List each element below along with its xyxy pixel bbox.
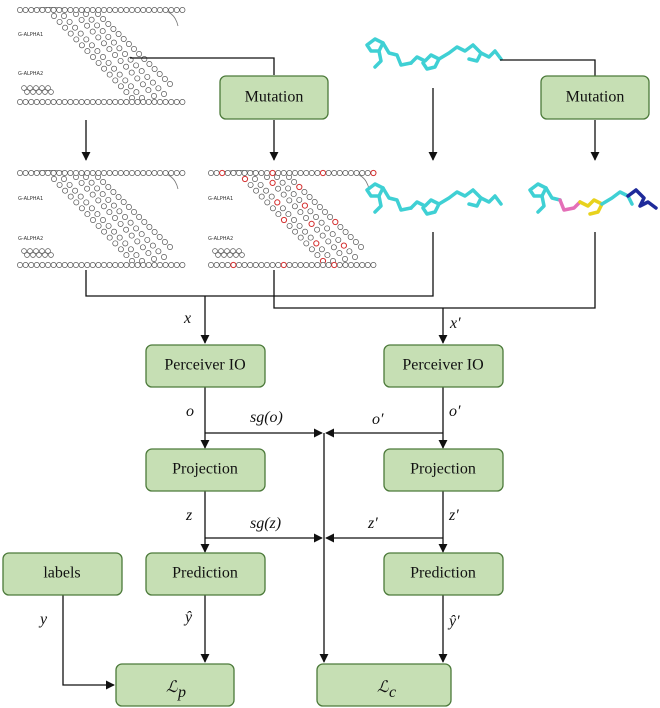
molecule-copy [365, 182, 503, 216]
molecule-mutated [528, 182, 658, 216]
label-y-hat-prime: ŷ′ [447, 613, 460, 630]
chain-label-g-alpha1: G-ALPHA1 [18, 32, 43, 38]
line-rna-to-mutation [130, 57, 275, 75]
chain-label-g-alpha1-mutated: G-ALPHA1 [208, 196, 233, 202]
label-z: z [185, 507, 193, 524]
label-o-prime-center: o′ [372, 411, 384, 428]
label-y-hat: ŷ [183, 609, 193, 626]
perceiver-box-right: Perceiver IO [383, 344, 504, 388]
loss-p-box: ℒ p [115, 663, 235, 707]
labels-label: labels [43, 565, 80, 582]
label-y: y [38, 611, 48, 628]
prediction-box-right: Prediction [383, 552, 504, 596]
perceiver-box-left: Perceiver IO [145, 344, 266, 388]
perceiver-label-right: Perceiver IO [402, 357, 483, 374]
rna-structure-mutated [208, 169, 377, 269]
projection-box-left: Projection [145, 448, 266, 492]
rna-structure-original [17, 7, 186, 105]
mutation-label-right: Mutation [566, 89, 625, 106]
line-molecule-to-mutation [500, 59, 596, 78]
mutation-label-left: Mutation [245, 89, 304, 106]
label-sg-z: sg(z) [250, 515, 281, 532]
line-rna-mutated-to-xprime [273, 270, 443, 309]
chain-label-g-alpha1-copy: G-ALPHA1 [18, 196, 43, 202]
projection-label-left: Projection [172, 461, 238, 478]
projection-box-right: Projection [383, 448, 504, 492]
arrow-labels-to-lp [62, 595, 115, 690]
label-x-prime: x′ [449, 315, 461, 332]
labels-box: labels [2, 552, 123, 596]
chain-label-g-alpha2-copy: G-ALPHA2 [18, 236, 43, 242]
prediction-label-right: Prediction [410, 565, 476, 582]
projection-label-right: Projection [410, 461, 476, 478]
label-x: x [183, 310, 191, 327]
perceiver-label-left: Perceiver IO [164, 357, 245, 374]
prediction-label-left: Prediction [172, 565, 238, 582]
chain-label-g-alpha2-mutated: G-ALPHA2 [208, 236, 233, 242]
line-molecule-mutated-to-xprime [443, 232, 596, 309]
prediction-box-left: Prediction [145, 552, 266, 596]
loss-p-subscript: p [177, 684, 186, 701]
line-molecule-copy-to-x [205, 232, 434, 297]
line-rna-copy-to-x [85, 270, 205, 297]
label-z-prime-center: z′ [367, 515, 378, 532]
loss-p-symbol: ℒ [166, 679, 178, 696]
loss-c-symbol: ℒ [377, 679, 389, 696]
mutation-box-left: Mutation [219, 75, 329, 120]
label-o: o [186, 403, 194, 420]
rna-structure-copy [17, 170, 186, 268]
chain-label-g-alpha2: G-ALPHA2 [18, 71, 43, 77]
mutation-box-right: Mutation [540, 75, 650, 120]
label-sg-o: sg(o) [250, 409, 283, 426]
label-z-prime: z′ [448, 507, 459, 524]
loss-c-box: ℒ c [316, 663, 452, 707]
label-o-prime: o′ [449, 403, 461, 420]
molecule-original [365, 37, 503, 71]
loss-c-subscript: c [389, 684, 396, 701]
